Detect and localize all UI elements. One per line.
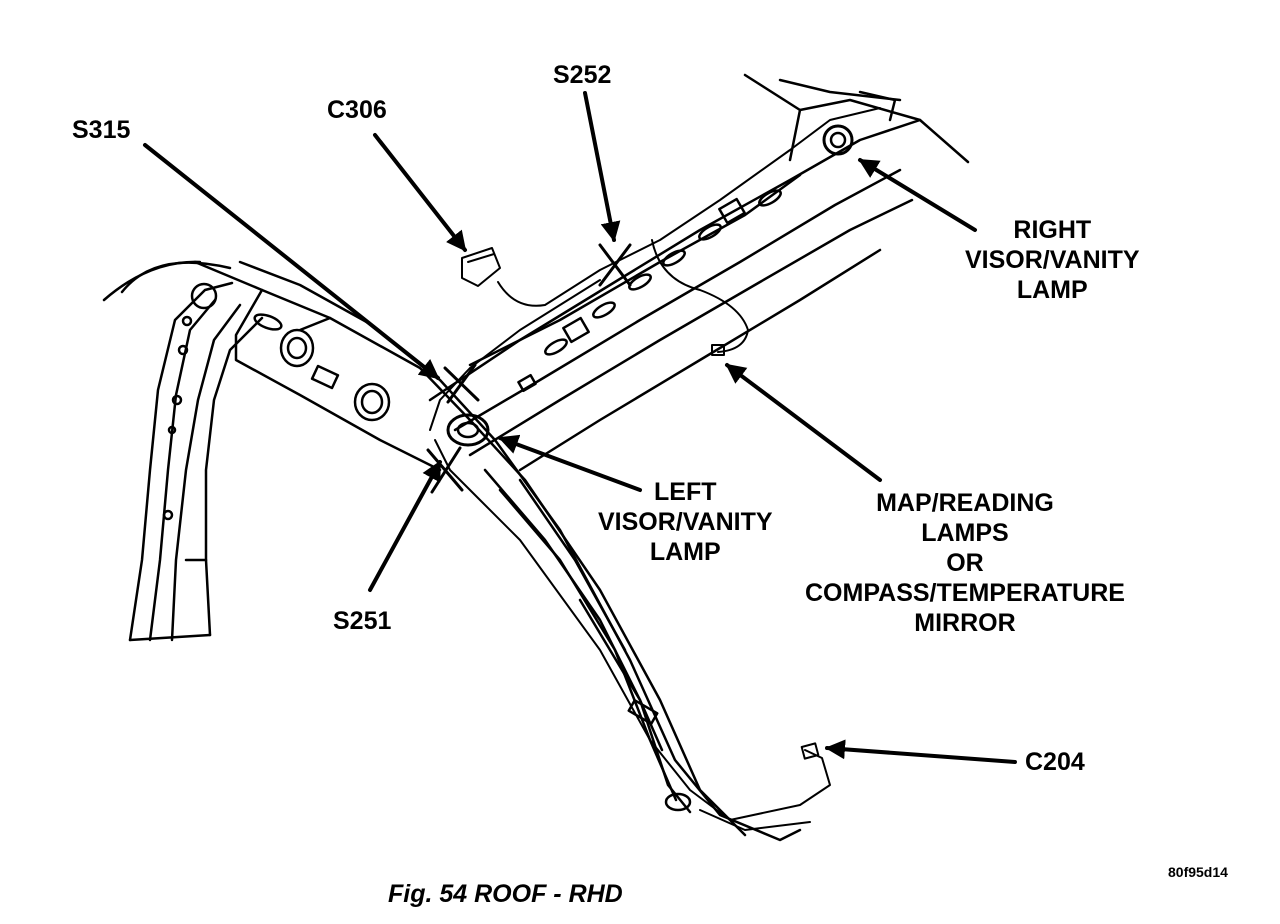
left-pillar-structure [102, 260, 264, 642]
arrow-map-lamps [725, 363, 882, 482]
splice-marks [426, 243, 632, 494]
label-c306: C306 [327, 96, 387, 124]
figure-id: 80f95d14 [1168, 864, 1228, 880]
arrow-left-visor [498, 434, 642, 492]
arrow-s315 [143, 143, 440, 380]
arrow-c204 [825, 739, 1017, 764]
splice-x-s315 [443, 363, 480, 404]
arrow-s252 [583, 91, 621, 242]
splice-x-s251 [426, 446, 464, 494]
arrow-c306 [373, 133, 467, 252]
label-s251: S251 [333, 607, 392, 635]
arrow-right-visor [858, 158, 977, 232]
wiring-harness [429, 107, 881, 831]
label-s315: S315 [72, 116, 131, 144]
figure-caption: Fig. 54 ROOF - RHD [388, 880, 623, 908]
label-right-visor-lamp: RIGHT VISOR/VANITY LAMP [965, 216, 1140, 304]
roof-header-rail [428, 73, 970, 472]
windshield-header [193, 260, 802, 842]
label-map-reading-lamps: MAP/READING LAMPS OR COMPASS/TEMPERATURE… [805, 489, 1125, 637]
arrow-s251 [368, 460, 442, 592]
splice-x-s252 [598, 243, 632, 287]
label-c204: C204 [1025, 748, 1085, 776]
leader-arrows [143, 91, 1017, 764]
label-s252: S252 [553, 61, 612, 89]
label-left-visor-lamp: LEFT VISOR/VANITY LAMP [598, 478, 773, 566]
